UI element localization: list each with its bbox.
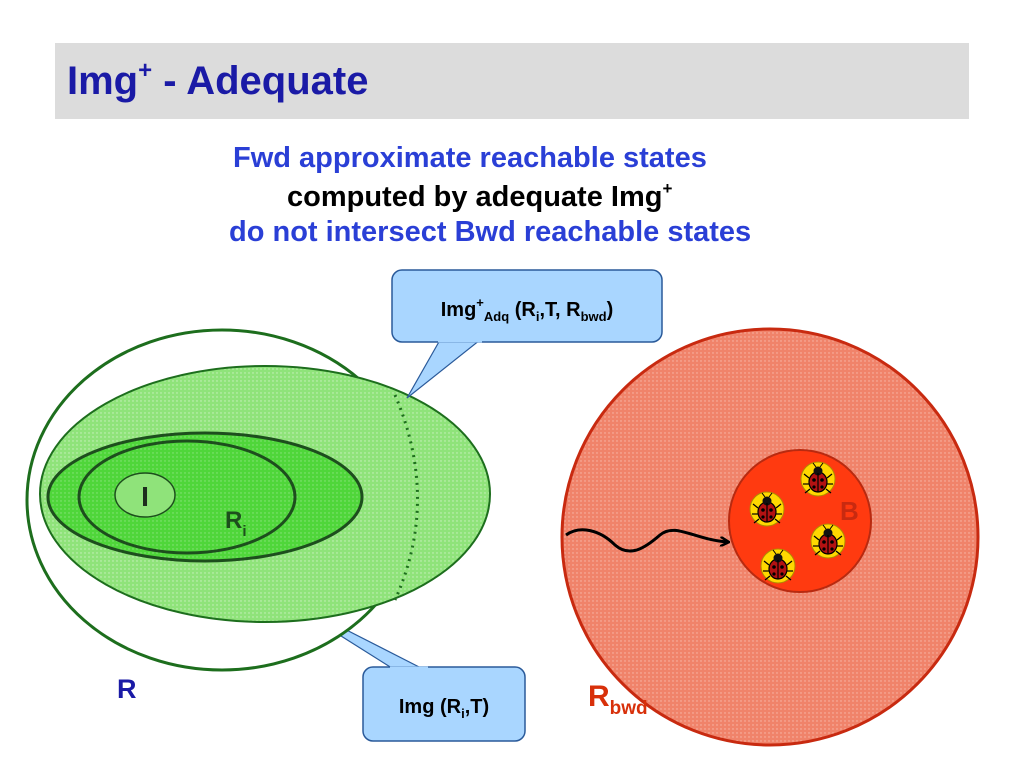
- label-rbwd: Rbwd: [588, 680, 648, 719]
- callout-bottom-text: Img (Ri,T): [399, 696, 489, 721]
- subtitle-line-2: computed by adequate Img+: [287, 180, 672, 212]
- trace-path-arrow: [565, 528, 728, 553]
- title-bar: Img+ - Adequate: [55, 43, 969, 119]
- ladybug-icon: [810, 523, 846, 559]
- ladybug-icon: [760, 548, 796, 584]
- subtitle-line-3: do not intersect Bwd reachable states: [229, 216, 752, 248]
- callout-img-adq: Img+Adq (Ri,T, Rbwd): [391, 269, 663, 399]
- title-rest: - Adequate: [152, 59, 369, 103]
- subtitle-line-1: Fwd approximate reachable states: [233, 142, 707, 174]
- i-region: [114, 472, 176, 518]
- label-ri: Ri: [225, 507, 247, 540]
- r-dotted-boundary: [393, 394, 419, 601]
- label-r: R: [117, 674, 137, 704]
- title-sup: +: [138, 57, 153, 84]
- ladybug-icon: [800, 461, 836, 497]
- label-b: B: [840, 496, 859, 526]
- ladybug-icon: [749, 491, 785, 527]
- label-i: I: [141, 481, 149, 512]
- subtitle-line-2-main: computed by adequate Img: [287, 181, 663, 213]
- subtitle-line-2-sup: +: [662, 179, 673, 198]
- ri-region: [77, 439, 297, 555]
- title-main: Img: [67, 59, 139, 103]
- callout-top-text: Img+Adq (Ri,T, Rbwd): [441, 295, 614, 324]
- slide-title: Img+ - Adequate: [67, 57, 368, 104]
